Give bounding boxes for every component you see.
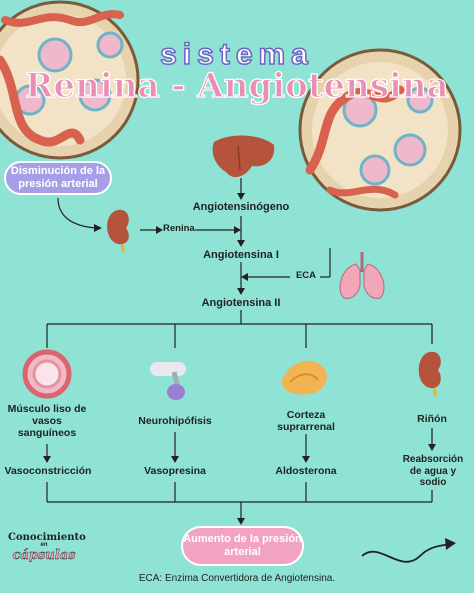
liver-icon (212, 135, 275, 178)
kidney-cortex-illustration-right (298, 48, 462, 212)
brand-logo-line1: Conocimiento (8, 532, 86, 543)
effect-vasopresina: Vasopresina (144, 465, 206, 477)
label-renina: Renina (163, 223, 195, 234)
kidney-icon-target (418, 351, 441, 397)
title-sistema: sistema (159, 37, 314, 72)
pituitary-icon (150, 362, 186, 400)
kidney-cortex-illustration-left (0, 0, 140, 160)
effect-reabsorcion: Reabsorción de agua y sodio (402, 454, 464, 488)
adrenal-gland-icon (281, 360, 327, 395)
result-pill: Aumento de la presión arterial (181, 526, 304, 566)
trigger-pill: Disminución de la presión arterial (4, 161, 112, 195)
effect-vasoconstriccion: Vasoconstricción (4, 465, 92, 477)
organ-corteza-suprarrenal: Corteza suprarrenal (277, 409, 335, 434)
label-angiotensina-1: Angiotensina I (203, 249, 279, 261)
organ-neurohipofisis: Neurohipófisis (138, 415, 212, 427)
brand-logo-line3: cápsulas (12, 548, 76, 563)
kidney-icon-small (107, 209, 129, 253)
blood-vessel-icon (22, 349, 72, 399)
effect-aldosterona: Aldosterona (275, 465, 337, 477)
lungs-icon (339, 252, 385, 299)
footnote: ECA: Enzima Convertidora de Angiotensina… (138, 573, 336, 584)
title-renina-angiotensina: Renina - Angiotensina (25, 65, 450, 106)
organ-rinon: Riñón (417, 413, 447, 425)
label-angiotensinogeno: Angiotensinógeno (192, 201, 290, 213)
label-angiotensina-2: Angiotensina II (201, 297, 281, 309)
brand-logo-line2: en (40, 542, 48, 548)
organ-musculo-liso: Músculo liso de vasos sanguíneos (7, 403, 87, 440)
label-eca: ECA (295, 270, 317, 281)
